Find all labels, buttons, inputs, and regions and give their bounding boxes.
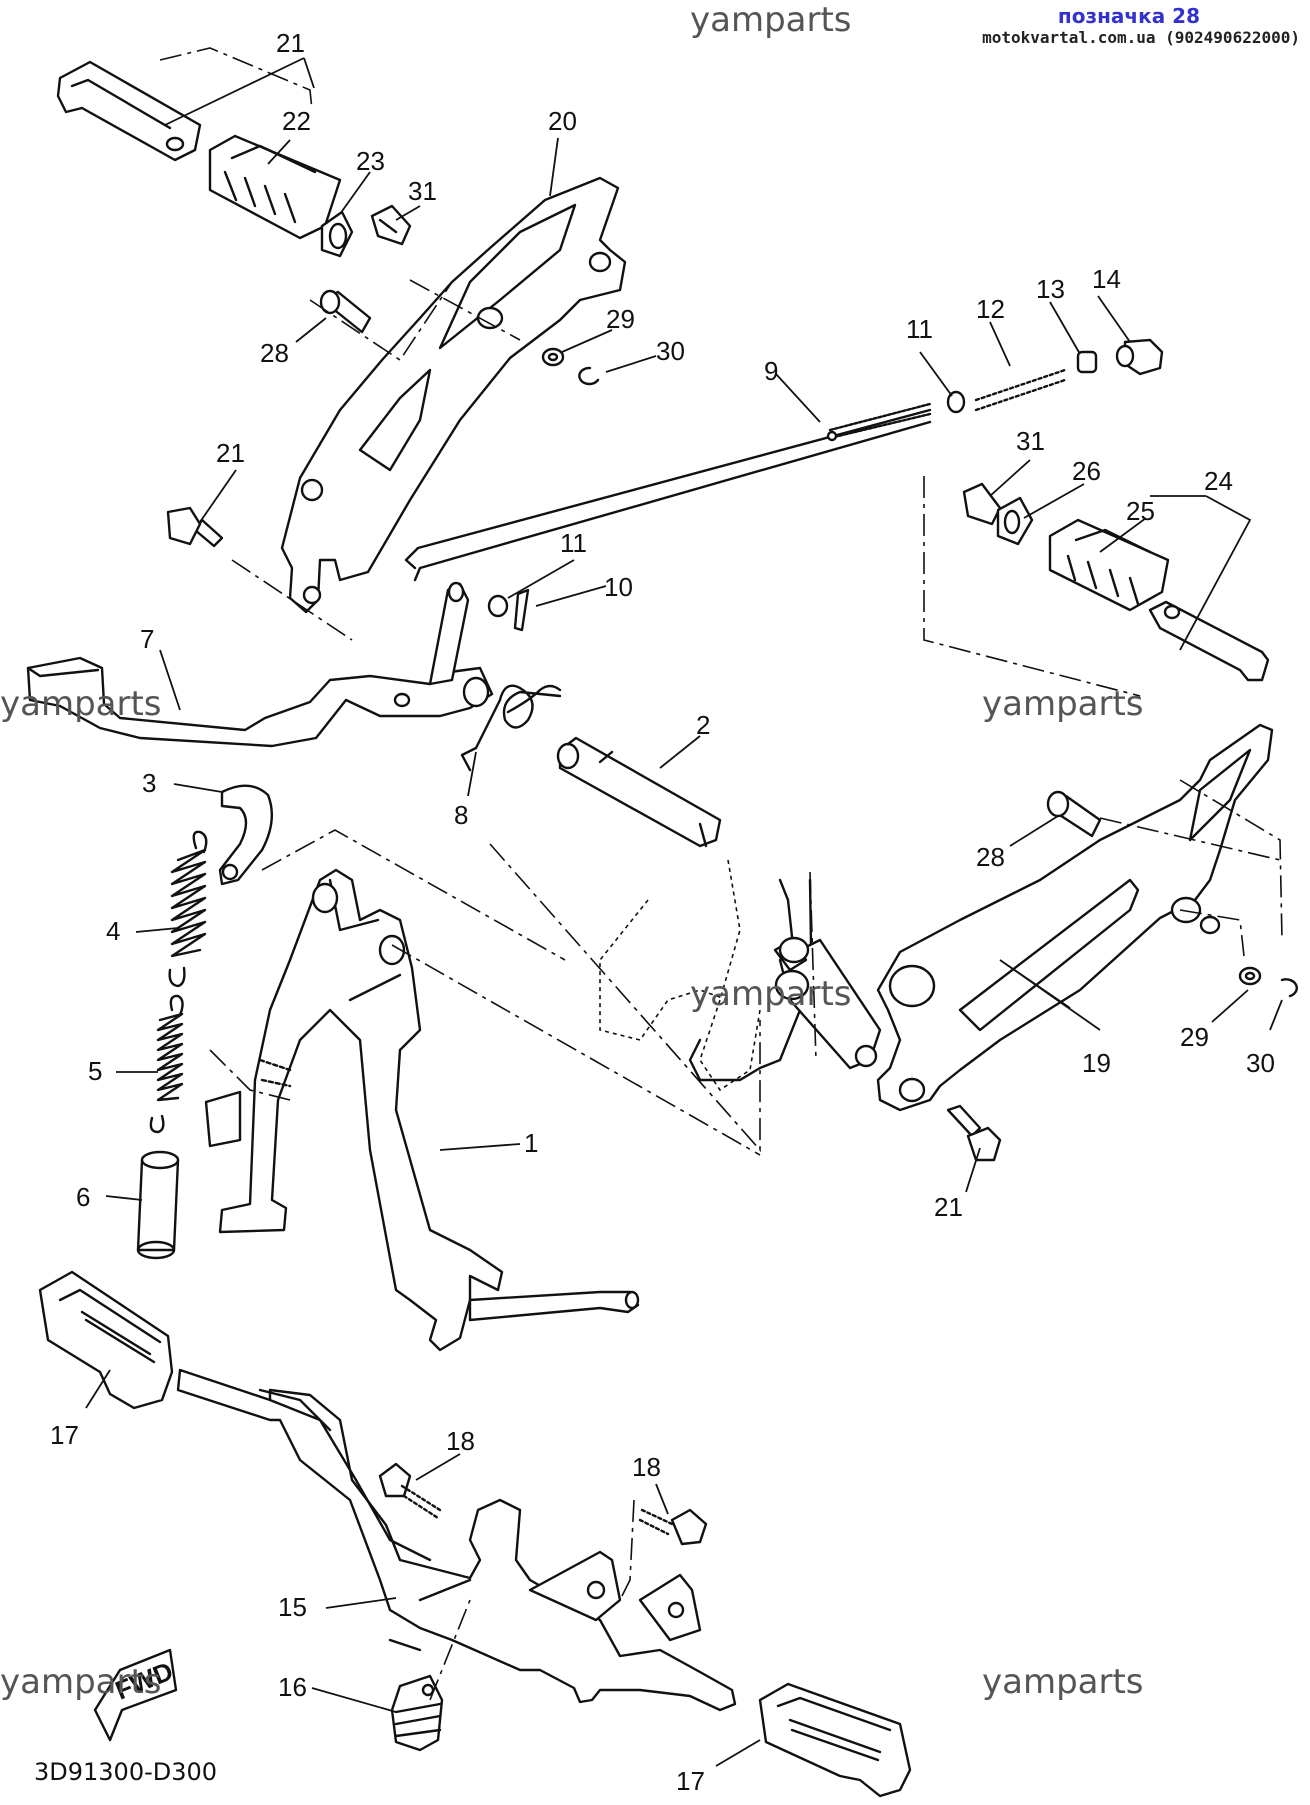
callout-numbers: 21 22 23 31 20 28 29 30 9 11 12 13 14 21… bbox=[50, 28, 1275, 1796]
part-22-footrest-bar-right bbox=[1148, 600, 1270, 682]
part-26-footrest-rubber bbox=[208, 134, 342, 240]
part-11-washer bbox=[487, 390, 966, 618]
part-18-bolt-right bbox=[638, 1508, 708, 1546]
callout-22: 24 bbox=[1204, 466, 1233, 496]
part-15-footrest-bracket bbox=[176, 1368, 737, 1712]
part-29-30-clip bbox=[541, 347, 600, 386]
watermark: yamparts bbox=[0, 1662, 162, 1702]
callout-29: 29 bbox=[606, 304, 635, 334]
part-28-pin bbox=[319, 289, 372, 334]
watermark: yamparts bbox=[690, 974, 852, 1014]
callout-8: 8 bbox=[454, 800, 468, 830]
diagram-code: 3D91300-D300 bbox=[34, 1758, 218, 1786]
part-4-spring bbox=[168, 830, 208, 988]
part-28-pin-right bbox=[1046, 790, 1102, 838]
watermark: yamparts bbox=[982, 684, 1144, 724]
callout-5: 5 bbox=[88, 1056, 102, 1086]
part-19-right-stay bbox=[876, 723, 1274, 1112]
part-23-footrest-rubber-right bbox=[1048, 518, 1170, 612]
callout-14: 14 bbox=[1092, 264, 1121, 294]
callout-11: 11 bbox=[906, 314, 933, 344]
callout-6: 6 bbox=[76, 1182, 90, 1212]
callout-23: 25 bbox=[1126, 496, 1155, 526]
callout-3: 3 bbox=[142, 768, 156, 798]
leader-lines bbox=[85, 57, 1283, 1767]
callout-12: 12 bbox=[976, 294, 1005, 324]
callout-30: 30 bbox=[656, 336, 685, 366]
part-31-pin-right bbox=[962, 482, 1002, 526]
reference-label: позначка 28 bbox=[1057, 4, 1200, 28]
callout-1: 1 bbox=[524, 1128, 538, 1158]
assembly-guide-lines bbox=[159, 47, 1283, 1701]
part-3-hook bbox=[218, 784, 274, 886]
part-8-spring bbox=[460, 684, 562, 772]
part-31-pin bbox=[370, 204, 412, 246]
callout-9: 9 bbox=[764, 356, 778, 386]
part-17-footrest-right bbox=[758, 1682, 912, 1798]
callout-20: 20 bbox=[548, 106, 577, 136]
callout-2: 2 bbox=[696, 710, 710, 740]
part-9-rod bbox=[404, 402, 932, 582]
part-5-spring bbox=[149, 994, 184, 1134]
callout-7: 7 bbox=[140, 624, 154, 654]
part-20-stay bbox=[280, 176, 627, 614]
part-6-collar bbox=[136, 1150, 180, 1260]
callout-29b: 29 bbox=[1180, 1022, 1209, 1052]
callout-16: 16 bbox=[278, 1672, 307, 1702]
part-7-brake-pedal bbox=[26, 581, 494, 748]
callout-21b: 21 bbox=[934, 1192, 963, 1222]
callout-31b: 31 bbox=[1016, 426, 1045, 456]
callout-10: 10 bbox=[604, 572, 633, 602]
callout-17: 17 bbox=[50, 1420, 79, 1450]
part-13-14-nut bbox=[1076, 338, 1164, 376]
part-12-spring bbox=[974, 368, 1067, 412]
part-18-bolt-left bbox=[378, 1462, 442, 1520]
callout-15: 15 bbox=[278, 1592, 307, 1622]
part-10-cotter-pin bbox=[513, 588, 530, 632]
callout-18b: 18 bbox=[632, 1452, 661, 1482]
callout-31: 31 bbox=[408, 176, 437, 206]
part-25-footrest-bar bbox=[56, 60, 202, 162]
frame-section bbox=[599, 859, 882, 1092]
callout-11b: 11 bbox=[560, 528, 587, 558]
watermark-top: yamparts bbox=[690, 0, 852, 40]
callout-17b: 17 bbox=[676, 1766, 705, 1796]
callout-30b: 30 bbox=[1246, 1048, 1275, 1078]
part-24-washer-right bbox=[996, 496, 1034, 546]
callout-27: 23 bbox=[356, 146, 385, 176]
callout-18: 18 bbox=[446, 1426, 475, 1456]
callout-28: 28 bbox=[260, 338, 289, 368]
callout-4: 4 bbox=[106, 916, 120, 946]
watermark: yamparts bbox=[982, 1662, 1144, 1702]
callout-13: 13 bbox=[1036, 274, 1065, 304]
shop-source: motokvartal.com.ua (902490622000) bbox=[982, 28, 1300, 47]
callout-19: 19 bbox=[1082, 1048, 1111, 1078]
callout-21: 21 bbox=[216, 438, 245, 468]
part-29-30-clip-right bbox=[1238, 966, 1298, 998]
callout-28b: 28 bbox=[976, 842, 1005, 872]
part-27-washer bbox=[320, 210, 354, 258]
callout-24: 26 bbox=[1072, 456, 1101, 486]
callout-25: 21 bbox=[276, 28, 305, 58]
part-2-shaft bbox=[556, 736, 722, 848]
part-21-bolt-left bbox=[166, 506, 224, 548]
part-21-bolt-right bbox=[946, 1104, 1002, 1162]
part-16-damper bbox=[390, 1674, 444, 1752]
callout-26: 22 bbox=[282, 106, 311, 136]
part-1-main-stand bbox=[204, 868, 640, 1352]
part-17-footrest-left bbox=[38, 1270, 174, 1410]
watermark: yamparts bbox=[0, 684, 162, 724]
